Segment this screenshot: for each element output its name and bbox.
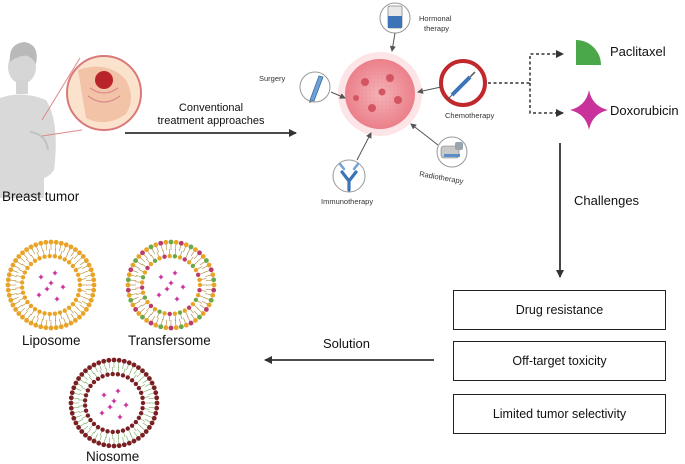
syringe-icon[interactable] [441, 61, 485, 105]
challenge-box-limited-selectivity: Limited tumor selectivity [453, 394, 666, 434]
conventional-label: Conventional [151, 103, 271, 114]
doxorubicin-label: Doxorubicin [610, 104, 679, 117]
immunotherapy-label: Immunotherapy [321, 198, 373, 206]
radiotherapy-machine-icon [437, 137, 467, 167]
chemotherapy-label: Chemotherapy [445, 112, 494, 120]
niosome-label: Niosome [86, 450, 139, 464]
liposome-label: Liposome [22, 334, 81, 348]
solution-label: Solution [323, 337, 370, 350]
breast-tumor-zoom-icon [67, 56, 141, 130]
antibody-icon [333, 160, 365, 192]
therapy-label: therapy [424, 25, 449, 33]
breast-tumor-label: Breast tumor [2, 190, 79, 204]
hormonal-label: Hormonal [419, 15, 452, 23]
treatment-approaches-label: treatment approaches [151, 116, 271, 127]
transfersome-icon [126, 240, 217, 331]
challenge-box-off-target-toxicity: Off-target toxicity [453, 341, 666, 381]
transfersome-label: Transfersome [128, 334, 211, 348]
tumor-cell-cluster-icon [338, 52, 422, 136]
woman-silhouette-icon [0, 42, 56, 198]
surgery-label: Surgery [259, 75, 285, 83]
doxorubicin-shape-icon [570, 90, 608, 130]
niosome-icon [69, 358, 160, 449]
hormone-vial-icon [380, 3, 410, 33]
paclitaxel-label: Paclitaxel [610, 45, 666, 58]
challenge-box-drug-resistance: Drug resistance [453, 290, 666, 330]
liposome-icon [6, 240, 97, 331]
scalpel-icon [300, 72, 330, 103]
paclitaxel-shape-icon [576, 40, 601, 65]
challenges-label: Challenges [574, 194, 639, 207]
